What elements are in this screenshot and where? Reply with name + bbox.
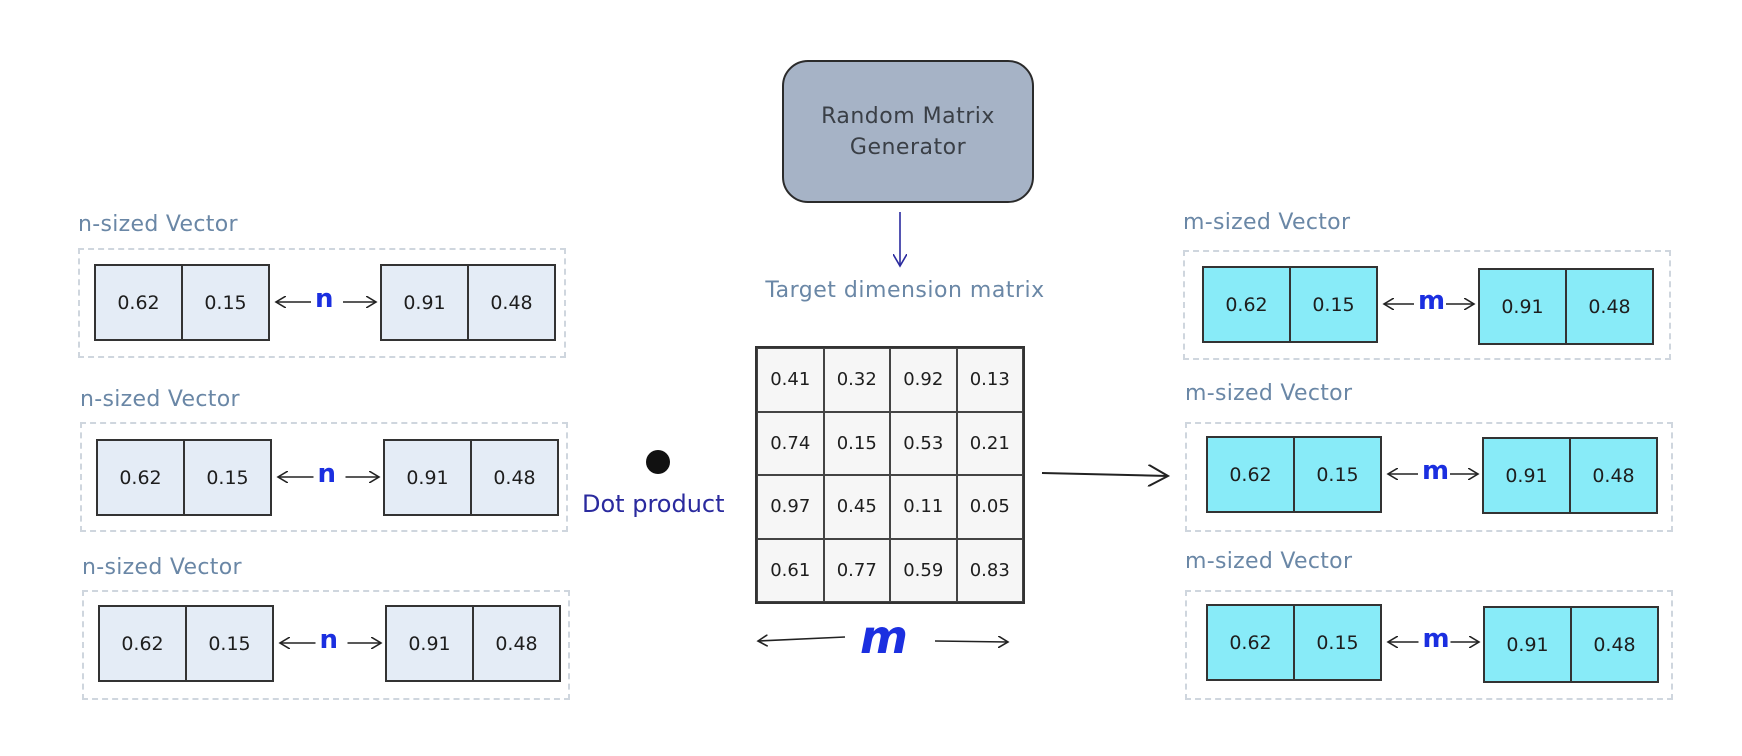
matrix-cell: 0.77 (823, 538, 890, 602)
vector-cell: 0.62 (121, 632, 164, 655)
m-vector-head: 0.62 0.15 (1206, 604, 1382, 681)
m-vector-title: m-sized Vector (1185, 549, 1353, 574)
n-vector-title: n-sized Vector (78, 212, 238, 237)
vector-cell: 0.15 (1293, 438, 1380, 511)
matrix-cell: 0.83 (956, 538, 1023, 602)
n-vector-title: n-sized Vector (82, 555, 242, 580)
matrix-cell: 0.97 (757, 475, 824, 539)
vector-cell: 0.48 (1565, 270, 1652, 343)
m-vector-frame (1183, 250, 1671, 360)
n-dimension-label: n (317, 459, 337, 489)
m-vector-frame (1185, 590, 1673, 700)
vector-cell: 0.15 (185, 607, 272, 680)
matrix-cell: 0.32 (823, 348, 890, 412)
m-vector-tail: 0.91 0.48 (1478, 268, 1654, 345)
vector-cell: 0.91 (1506, 633, 1549, 656)
m-vector-frame (1185, 422, 1673, 532)
matrix-cell: 0.53 (890, 411, 957, 475)
m-vector-head: 0.62 0.15 (1206, 436, 1382, 513)
matrix-cell: 0.13 (956, 348, 1023, 412)
random-matrix-generator: Random Matrix Generator (782, 60, 1034, 203)
generator-label-line1: Random Matrix (821, 103, 995, 129)
matrix-width-label: m (860, 610, 908, 664)
n-vector-frame (82, 590, 570, 700)
vector-cell: 0.91 (403, 291, 446, 314)
vector-cell: 0.48 (470, 441, 557, 514)
n-vector-tail: 0.91 0.48 (380, 264, 556, 341)
m-vector-title: m-sized Vector (1185, 381, 1353, 406)
matrix-cell: 0.21 (956, 411, 1023, 475)
m-vector-head: 0.62 0.15 (1202, 266, 1378, 343)
n-dimension-label: n (315, 284, 334, 314)
vector-cell: 0.48 (1569, 439, 1656, 512)
vector-cell: 0.62 (119, 466, 162, 489)
m-right-arrow (934, 641, 1008, 642)
matrix-cell: 0.15 (823, 411, 890, 475)
matrix-cell: 0.41 (757, 348, 824, 412)
vector-cell: 0.91 (406, 466, 449, 489)
m-dimension-label: m (1418, 286, 1446, 316)
vector-cell: 0.62 (1229, 631, 1272, 654)
n-vector-head: 0.62 0.15 (96, 439, 272, 516)
matrix-cell: 0.11 (890, 475, 957, 539)
n-vector-tail: 0.91 0.48 (385, 605, 561, 682)
matrix-cell: 0.61 (757, 538, 824, 602)
m-dimension-label: m (1422, 456, 1450, 486)
vector-cell: 0.91 (1505, 464, 1548, 487)
n-vector-title: n-sized Vector (80, 387, 240, 412)
m-vector-title: m-sized Vector (1183, 210, 1351, 235)
n-vector-frame (78, 248, 566, 358)
n-vector-tail: 0.91 0.48 (383, 439, 559, 516)
generator-label-line2: Generator (849, 134, 967, 160)
matrix-cell: 0.45 (823, 475, 890, 539)
vector-cell: 0.48 (472, 607, 559, 680)
n-vector-frame (80, 422, 568, 532)
m-vector-tail: 0.91 0.48 (1482, 437, 1658, 514)
n-dimension-label: n (319, 625, 339, 655)
vector-cell: 0.15 (1293, 606, 1380, 679)
matrix-title: Target dimension matrix (765, 278, 1045, 303)
m-left-arrow (758, 637, 846, 641)
vector-cell: 0.15 (1289, 268, 1376, 341)
m-dimension-label: m (1422, 624, 1450, 654)
vector-cell: 0.15 (181, 266, 268, 339)
vector-cell: 0.62 (1225, 293, 1268, 316)
m-vector-tail: 0.91 0.48 (1483, 606, 1659, 683)
vector-cell: 0.91 (408, 632, 451, 655)
matrix-cell: 0.05 (956, 475, 1023, 539)
vector-cell: 0.91 (1501, 295, 1544, 318)
matrix-cell: 0.74 (757, 411, 824, 475)
vector-cell: 0.62 (1229, 463, 1272, 486)
n-vector-head: 0.62 0.15 (98, 605, 274, 682)
vector-cell: 0.15 (183, 441, 270, 514)
matrix-cell: 0.92 (890, 348, 957, 412)
output-arrow (1041, 473, 1168, 476)
dot-product-label: Dot product (582, 490, 725, 518)
vector-cell: 0.48 (1570, 608, 1657, 681)
matrix-cell: 0.59 (890, 538, 957, 602)
dot-product-symbol (646, 450, 670, 474)
n-vector-head: 0.62 0.15 (94, 264, 270, 341)
vector-cell: 0.62 (117, 291, 160, 314)
vector-cell: 0.48 (467, 266, 554, 339)
